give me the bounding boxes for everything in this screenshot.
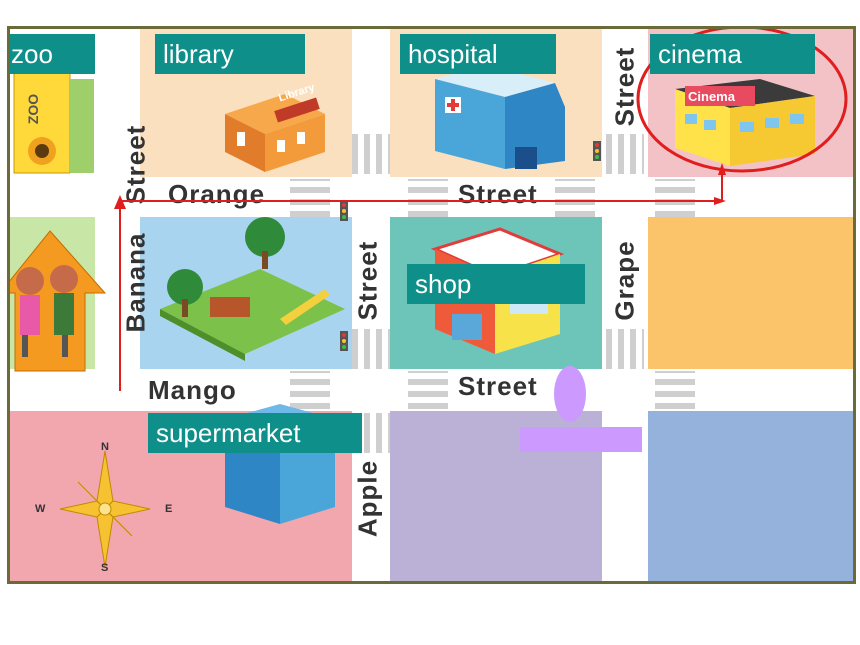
shop-label[interactable]: shop (407, 264, 585, 304)
crosswalk (655, 371, 695, 409)
southeast-block (648, 411, 853, 581)
mango-street-label: Mango (148, 375, 237, 405)
mango-street-word: Street (458, 371, 538, 401)
zoo-label[interactable]: zoo (10, 34, 95, 74)
compass-east-label: E (165, 503, 173, 515)
traffic-light (340, 331, 348, 351)
purple-marker (520, 366, 642, 452)
crosswalk (352, 134, 390, 174)
library-building-illustration (225, 94, 325, 172)
cinema-building-illustration (675, 79, 815, 166)
supermarket-label[interactable]: supermarket (148, 413, 362, 453)
compass-west-label: W (35, 503, 46, 515)
compass-north-label: N (101, 441, 109, 453)
hospital-building-illustration (435, 65, 565, 169)
cinema-highlight-circle (636, 29, 848, 173)
compass-south-label: S (101, 562, 109, 574)
grape-block (648, 217, 853, 369)
orange-street-name: Orange (168, 179, 266, 209)
orange-street-label: Orange (168, 179, 265, 210)
crosswalk (290, 179, 330, 217)
crosswalk (606, 329, 644, 369)
cartoon-characters (10, 230, 107, 372)
crosswalk (408, 179, 448, 217)
traffic-light (340, 201, 348, 221)
cinema-label[interactable]: cinema (650, 34, 815, 74)
compass-rose (59, 450, 151, 568)
crosswalk (606, 134, 644, 174)
library-label[interactable]: library (155, 34, 305, 74)
crosswalk (655, 179, 695, 217)
zoo-gate-illustration (13, 60, 94, 174)
crosswalk (555, 179, 595, 217)
orange-street-word: Street (458, 179, 538, 209)
crosswalk (352, 329, 390, 369)
crosswalk (290, 371, 330, 409)
cinema-sign-text: Cinema (688, 89, 735, 104)
hospital-label[interactable]: hospital (400, 34, 556, 74)
park-illustration (160, 217, 345, 361)
city-map: ZOO Library Cinema (7, 26, 856, 584)
traffic-light (593, 141, 601, 161)
crosswalk (408, 371, 448, 409)
